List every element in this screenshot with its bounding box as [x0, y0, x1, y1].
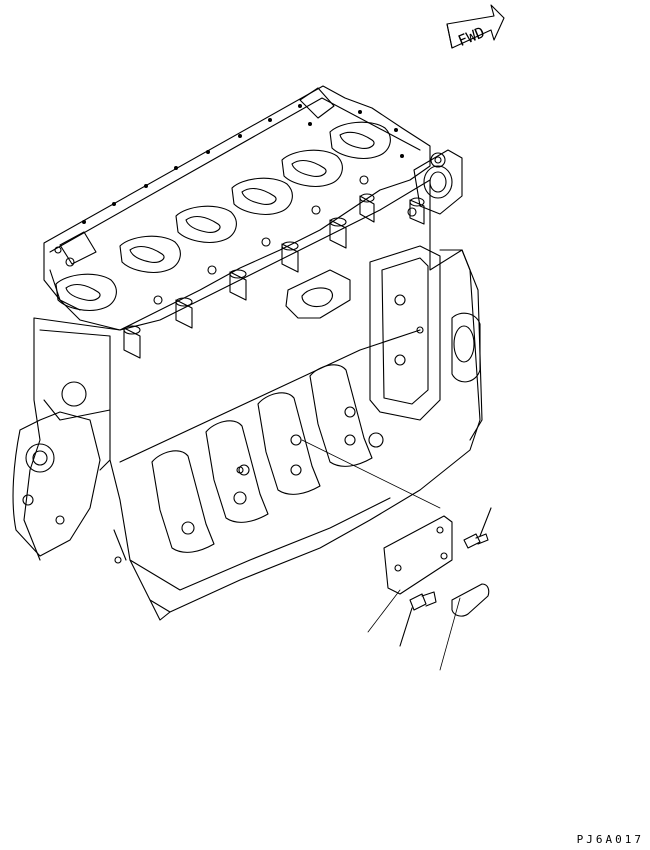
- drawing-code: PJ6A017: [576, 833, 644, 846]
- engine-block: [12, 85, 492, 671]
- front-gear-housing: [12, 381, 101, 557]
- crankcase-ribs: [114, 364, 384, 564]
- valve-port-row: [55, 121, 391, 311]
- oil-cooler-housing: [369, 245, 483, 441]
- head-bolts: [54, 104, 446, 305]
- bolt-upper: [463, 507, 492, 549]
- bolt-lower: [399, 591, 437, 647]
- leader-lines: [301, 439, 461, 671]
- exhaust-flange: [285, 269, 351, 319]
- rocker-posts: [123, 193, 425, 359]
- thermostat-housing: [413, 149, 463, 215]
- side-cover-plate: [383, 515, 453, 595]
- forward-direction-arrow: FWD: [446, 4, 505, 50]
- gasket-tab: [451, 583, 490, 617]
